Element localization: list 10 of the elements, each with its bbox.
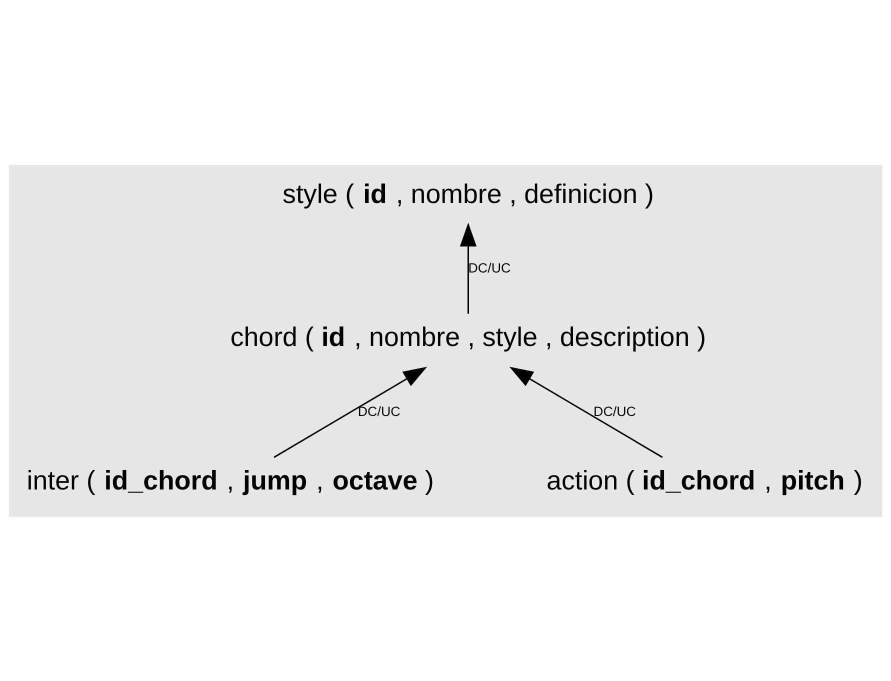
node-text: action ( id_chord , pitch ): [546, 464, 863, 495]
node-text: style ( id , nombre , definicion ): [282, 178, 654, 208]
edge-label: DC/UC: [358, 403, 400, 418]
arrow: [274, 366, 428, 458]
arrow: [509, 366, 663, 458]
node-text: inter ( id_chord , jump , octave ): [26, 464, 434, 495]
edge-label: DC/UC: [468, 260, 511, 276]
edge-label: DC/UC: [594, 403, 636, 418]
node-text: chord ( id , nombre , style , description ): [230, 322, 706, 352]
arrow: [460, 222, 477, 314]
